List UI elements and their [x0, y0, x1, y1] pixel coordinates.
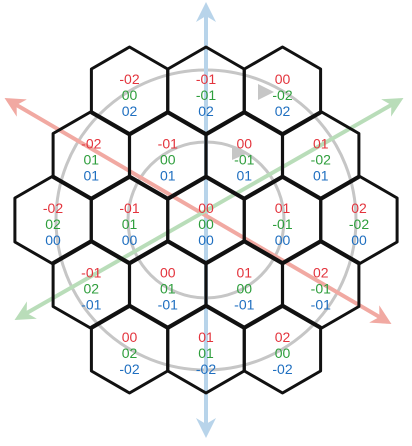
- hex-coord-green: 02: [122, 345, 138, 361]
- hex-coord-green: 01: [84, 152, 100, 168]
- hex-coord-green: 01: [160, 281, 176, 297]
- hex-outline: [242, 303, 323, 395]
- hex-coord-red: -01: [158, 136, 178, 152]
- hex-coord-green: 00: [198, 216, 214, 232]
- hex-coord-blue: 01: [84, 168, 100, 184]
- axes: [4, 2, 404, 438]
- hex-coord-red: 01: [237, 265, 253, 281]
- hex-coord-blue: -02: [196, 361, 216, 377]
- hex-coord-green: 01: [122, 216, 138, 232]
- hex-coord-blue: -02: [119, 361, 139, 377]
- hex-coord-green: 02: [84, 281, 100, 297]
- hex-coord-green: 00: [160, 152, 176, 168]
- hex-coord-green: 00: [122, 87, 138, 103]
- hex-coord-green: -02: [272, 87, 292, 103]
- hex-coord-red: 02: [275, 329, 291, 345]
- hex-coord-blue: -01: [234, 297, 254, 313]
- hex-coord-blue: 00: [198, 232, 214, 248]
- hex-coord-red: 00: [198, 200, 214, 216]
- hex-coord-green: -02: [349, 216, 369, 232]
- hex-coord-blue: 02: [275, 103, 291, 119]
- hex-coord-blue: 00: [122, 232, 138, 248]
- hex-coord-red: -01: [196, 71, 216, 87]
- hex-coord-red: 01: [198, 329, 214, 345]
- hex-coord-blue: 02: [122, 103, 138, 119]
- hex-coord-red: 02: [351, 200, 367, 216]
- green-diagonal-axis: [14, 98, 404, 320]
- hex-cell: 02-01-01: [281, 239, 361, 330]
- hex-coord-green: 00: [275, 345, 291, 361]
- hex-coord-red: -01: [119, 200, 139, 216]
- hex-coord-red: 00: [160, 265, 176, 281]
- hex-coord-blue: 00: [351, 232, 367, 248]
- hex-coord-red: 01: [313, 136, 329, 152]
- hex-coord-red: 00: [237, 136, 253, 152]
- hex-coord-blue: 01: [160, 168, 176, 184]
- hex-coord-red: -02: [81, 136, 101, 152]
- hex-coord-green: -01: [272, 216, 292, 232]
- hex-coord-blue: 01: [237, 168, 253, 184]
- hex-coord-red: 00: [122, 329, 138, 345]
- hex-coord-blue: -01: [311, 297, 331, 313]
- hex-coord-red: 02: [313, 265, 329, 281]
- hex-cells: -020002-01-010200-0202-020101-01000100-0…: [13, 45, 399, 395]
- hex-coord-green: -01: [311, 281, 331, 297]
- hex-coord-green: -01: [234, 152, 254, 168]
- hex-coord-green: 00: [237, 281, 253, 297]
- hex-coord-green: 01: [198, 345, 214, 361]
- hex-coord-red: -01: [81, 265, 101, 281]
- hex-coord-blue: -01: [81, 297, 101, 313]
- hex-coord-blue: 01: [313, 168, 329, 184]
- hex-coord-green: 02: [45, 216, 61, 232]
- hex-coord-red: -02: [43, 200, 63, 216]
- outer-circle-arrowhead-icon: [258, 84, 274, 100]
- hex-coord-red: -02: [119, 71, 139, 87]
- hex-coord-red: 00: [275, 71, 291, 87]
- hex-coord-green: -01: [196, 87, 216, 103]
- hex-coord-blue: -02: [272, 361, 292, 377]
- hex-coord-blue: 02: [198, 103, 214, 119]
- hex-coord-red: 01: [275, 200, 291, 216]
- hex-coord-blue: 00: [275, 232, 291, 248]
- hex-coord-green: -02: [311, 152, 331, 168]
- hex-coord-blue: -01: [158, 297, 178, 313]
- hex-coord-blue: 00: [45, 232, 61, 248]
